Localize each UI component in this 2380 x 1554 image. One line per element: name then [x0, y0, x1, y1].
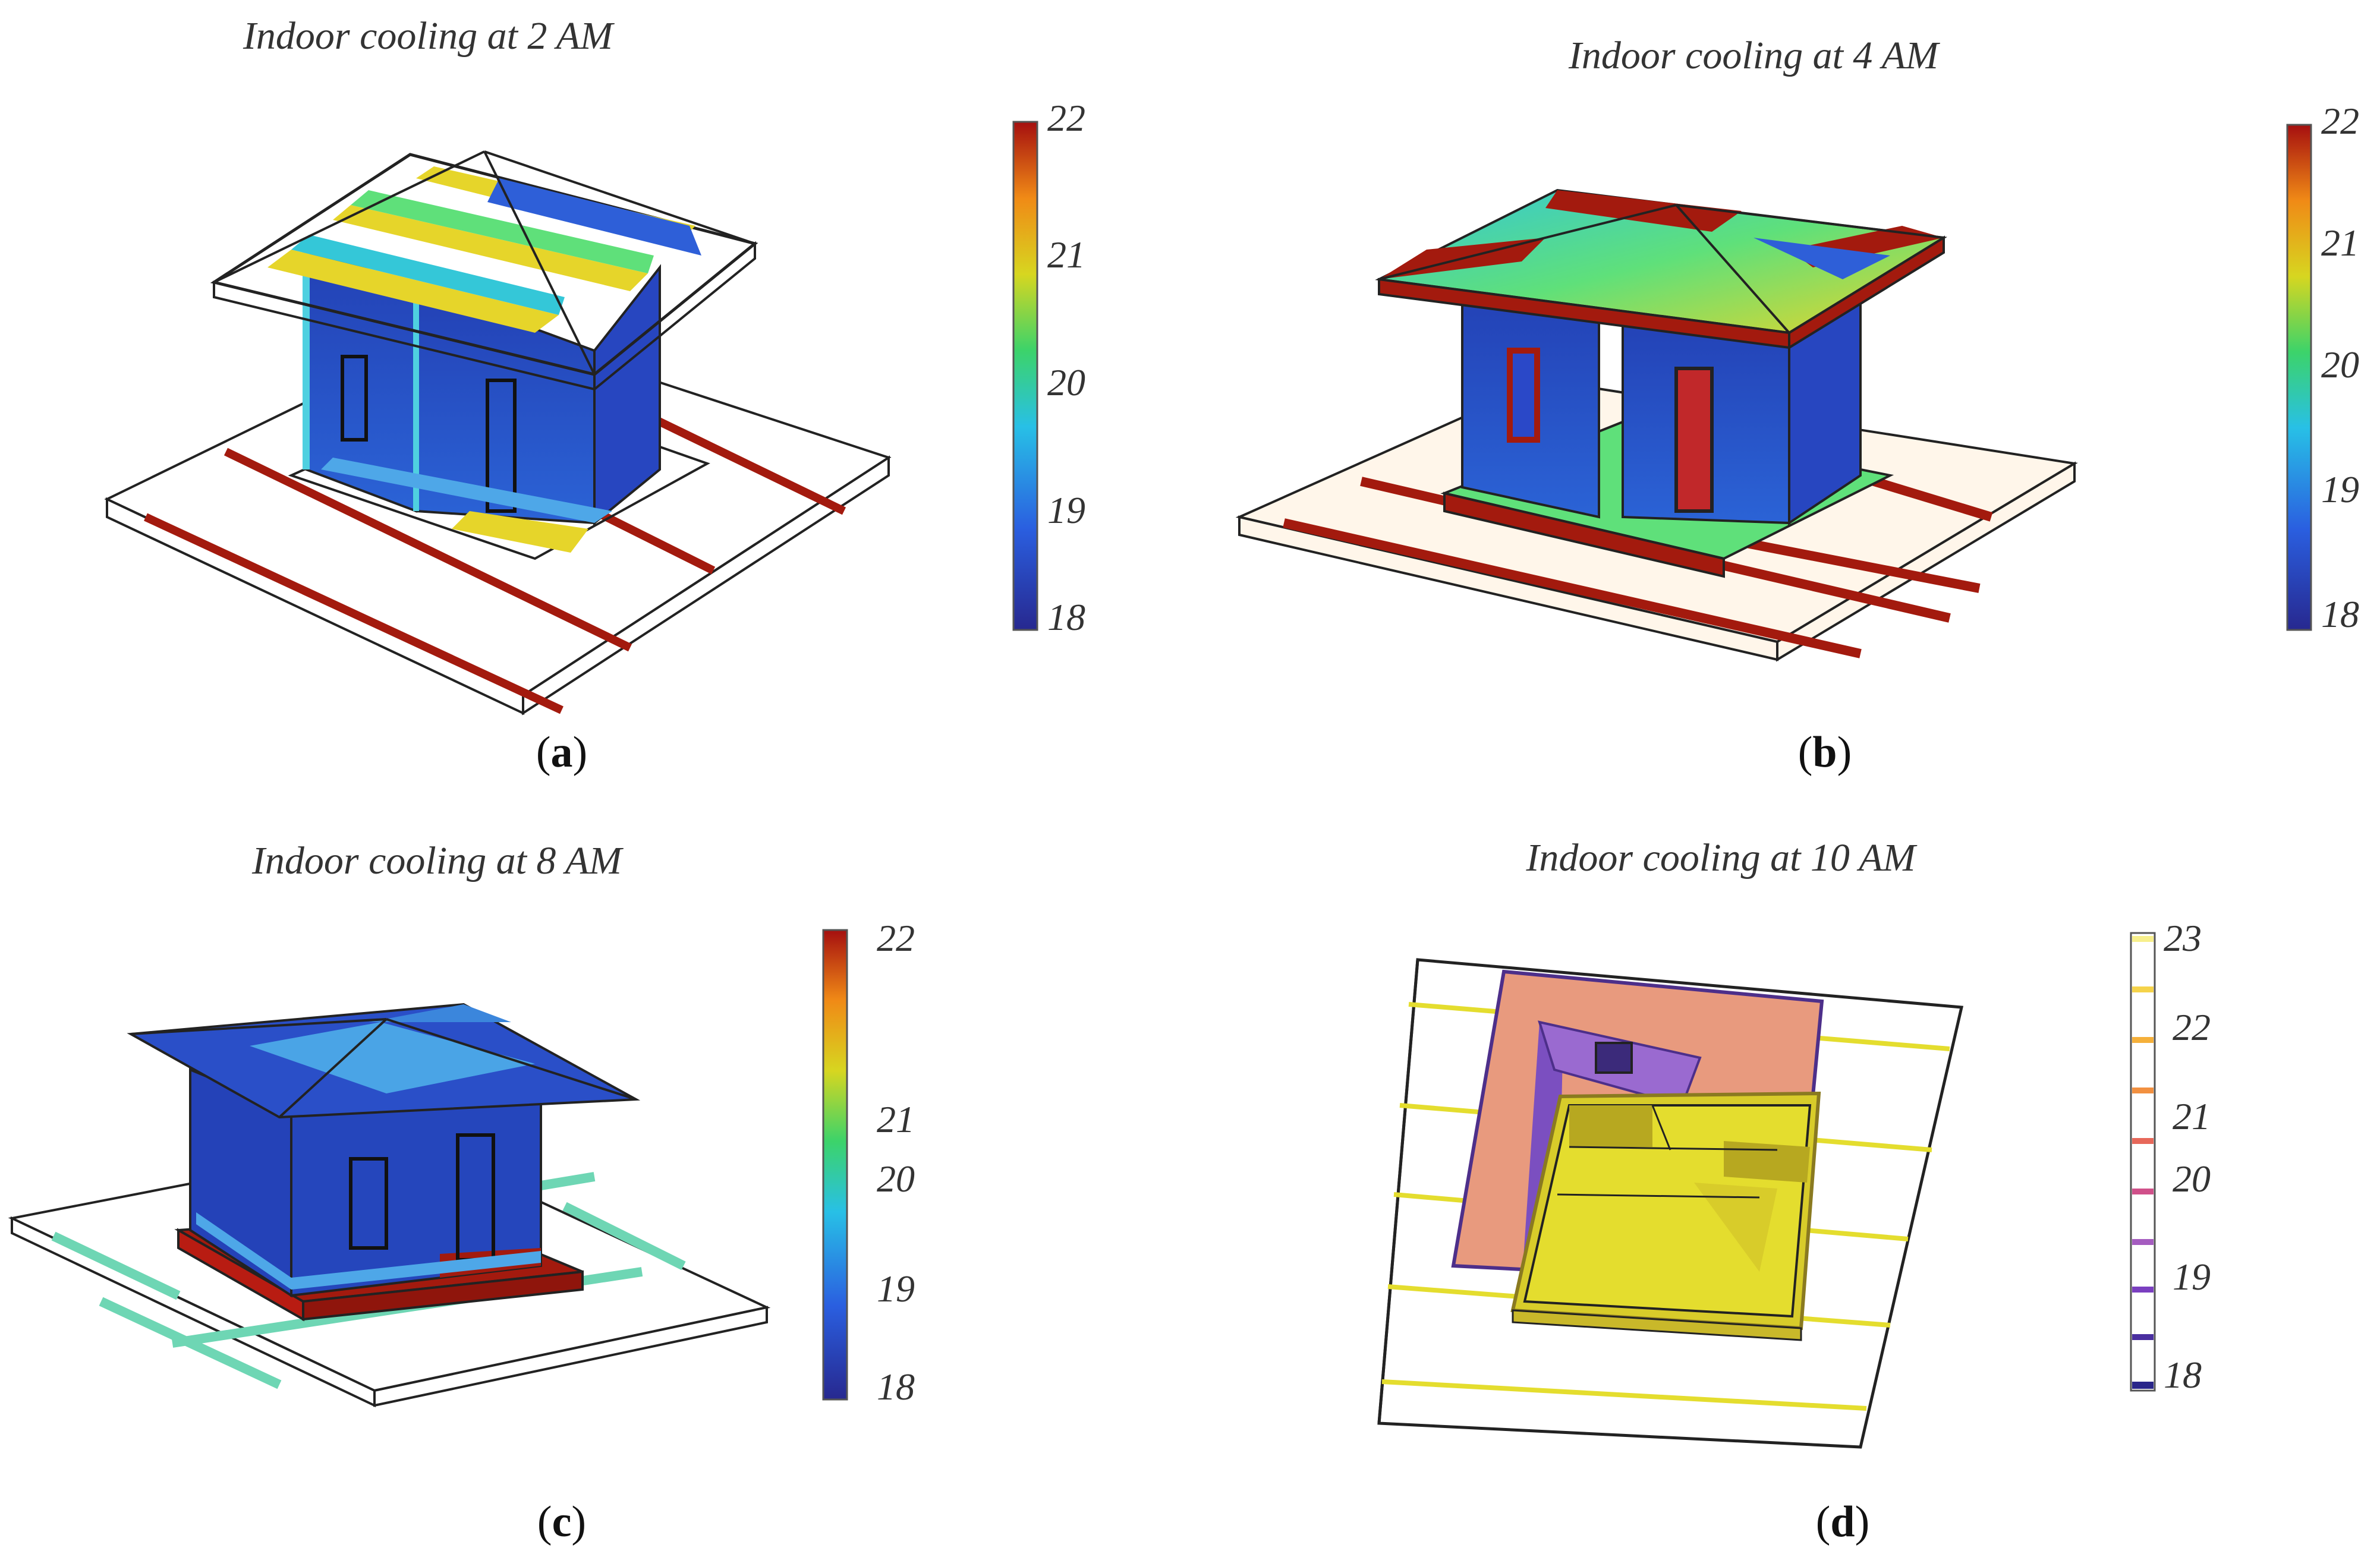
scale-tick: 22 — [877, 917, 915, 959]
scale-tick: 21 — [877, 1098, 915, 1140]
scale-tick: 18 — [2321, 593, 2359, 635]
scale-tick: 20 — [2321, 343, 2359, 386]
building-model — [8, 1003, 771, 1408]
scale-tick: 22 — [2173, 1006, 2211, 1048]
panel-caption: (a) — [536, 728, 587, 777]
panel-letter: b — [1812, 728, 1837, 777]
scale-tick: 19 — [2321, 468, 2359, 510]
panel-letter: a — [551, 728, 573, 777]
scale-tick: 20 — [1047, 361, 1085, 404]
panel-caption: (d) — [1816, 1498, 1869, 1546]
scale-tick: 20 — [877, 1158, 915, 1200]
scale-tick: 21 — [2173, 1095, 2211, 1137]
scale-tick: 18 — [877, 1366, 915, 1408]
panel-d: Indoor cooling at 10 AM — [1377, 836, 2211, 1546]
panel-title: Indoor cooling at 8 AM — [251, 839, 624, 882]
building-model — [1235, 188, 2078, 662]
scale-tick: 22 — [2321, 100, 2359, 142]
panel-caption: (c) — [537, 1498, 586, 1546]
color-scale: 22 21 20 19 18 — [2286, 100, 2359, 635]
scale-tick: 23 — [2164, 917, 2202, 959]
scale-tick: 21 — [1047, 234, 1085, 276]
color-scale: 22 21 20 19 18 — [822, 917, 915, 1408]
panel-caption: (b) — [1798, 728, 1852, 777]
color-scale: 23 22 21 20 19 18 — [2130, 917, 2211, 1396]
scale-tick: 20 — [2173, 1158, 2211, 1200]
scale-tick: 21 — [2321, 222, 2359, 264]
color-scale: 22 21 20 19 18 — [1012, 97, 1085, 638]
panel-title: Indoor cooling at 4 AM — [1568, 34, 1941, 77]
building-model — [104, 150, 892, 715]
scale-tick: 19 — [1047, 489, 1085, 531]
panel-title: Indoor cooling at 10 AM — [1525, 836, 1918, 880]
panel-b: Indoor cooling at 4 AM — [1235, 34, 2359, 777]
scale-tick: 19 — [877, 1268, 915, 1310]
scale-tick: 18 — [1047, 596, 1085, 638]
panel-c: Indoor cooling at 8 AM — [8, 839, 915, 1546]
scale-tick: 18 — [2164, 1354, 2202, 1396]
panel-letter: d — [1830, 1498, 1855, 1546]
scale-tick: 19 — [2173, 1256, 2211, 1298]
panel-title: Indoor cooling at 2 AM — [243, 14, 615, 58]
panel-letter: c — [552, 1498, 572, 1546]
scale-tick: 22 — [1047, 97, 1085, 139]
panel-a: Indoor cooling at 2 AM — [104, 14, 1085, 777]
building-model — [1377, 958, 1964, 1449]
